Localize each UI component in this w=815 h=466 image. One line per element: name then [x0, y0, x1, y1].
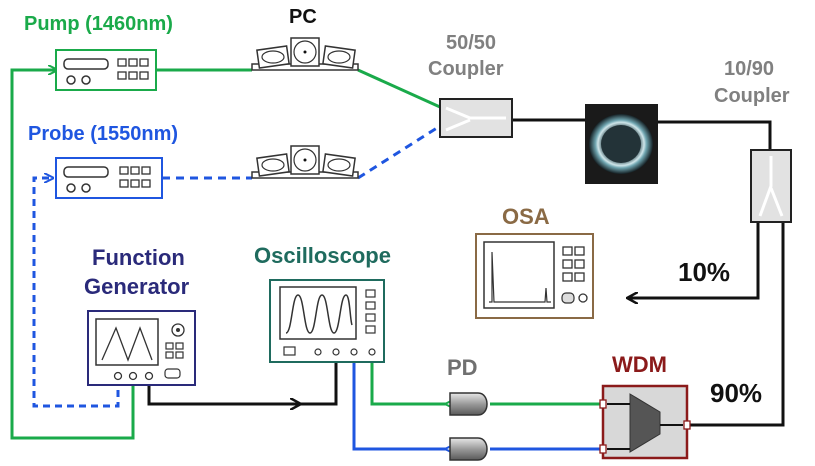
coupler-1090-label-line2: Coupler [714, 85, 790, 107]
function-generator-label-line1: Function [92, 245, 185, 270]
polarization-controller-icon [251, 145, 359, 179]
fiber-resonator-to-splitter [658, 120, 772, 150]
pd-label: PD [447, 355, 478, 380]
fiber-90-percent-to-wdm [690, 222, 785, 427]
pump-laser-source [55, 49, 157, 91]
fg-to-scope-trigger [147, 378, 300, 404]
probe-label: Probe (1550nm) [28, 123, 178, 145]
photodetector-icon [449, 392, 488, 416]
coupler-1090 [750, 149, 792, 223]
coupler-5050 [439, 98, 513, 138]
osa-instrument [475, 233, 594, 319]
fg-to-probe-modulation [32, 178, 120, 408]
pump-label: Pump (1460nm) [24, 13, 173, 35]
pump-fiber-to-coupler [357, 68, 441, 109]
pd-green-to-scope [370, 356, 447, 404]
pd-blue-to-scope [352, 356, 447, 449]
fiber-10-percent-to-osa [628, 222, 760, 298]
ratio-10-label: 10% [678, 257, 730, 287]
pc-label: PC [289, 6, 317, 28]
ratio-90-label: 90% [710, 378, 762, 408]
coupler-5050-label-line2: Coupler [428, 58, 504, 80]
probe-fiber-to-coupler [357, 124, 441, 180]
fg-to-pump-modulation [10, 70, 135, 440]
polarization-controller-icon [251, 37, 359, 71]
wdm-label: WDM [612, 352, 667, 377]
oscilloscope-label: Oscilloscope [254, 243, 391, 268]
function-generator-label-line2: Generator [84, 274, 190, 299]
probe-laser-source [55, 157, 163, 199]
osa-label: OSA [502, 204, 550, 229]
scope-trigger-input [300, 356, 338, 406]
coupler-1090-label-line1: 10/90 [724, 58, 774, 80]
coupler-5050-label-line1: 50/50 [446, 32, 496, 54]
photodetector-icon [449, 437, 488, 461]
function-generator-instrument [87, 310, 196, 386]
oscilloscope-instrument [269, 279, 385, 363]
wdm-filter [599, 384, 691, 460]
microresonator-icon [585, 104, 658, 184]
